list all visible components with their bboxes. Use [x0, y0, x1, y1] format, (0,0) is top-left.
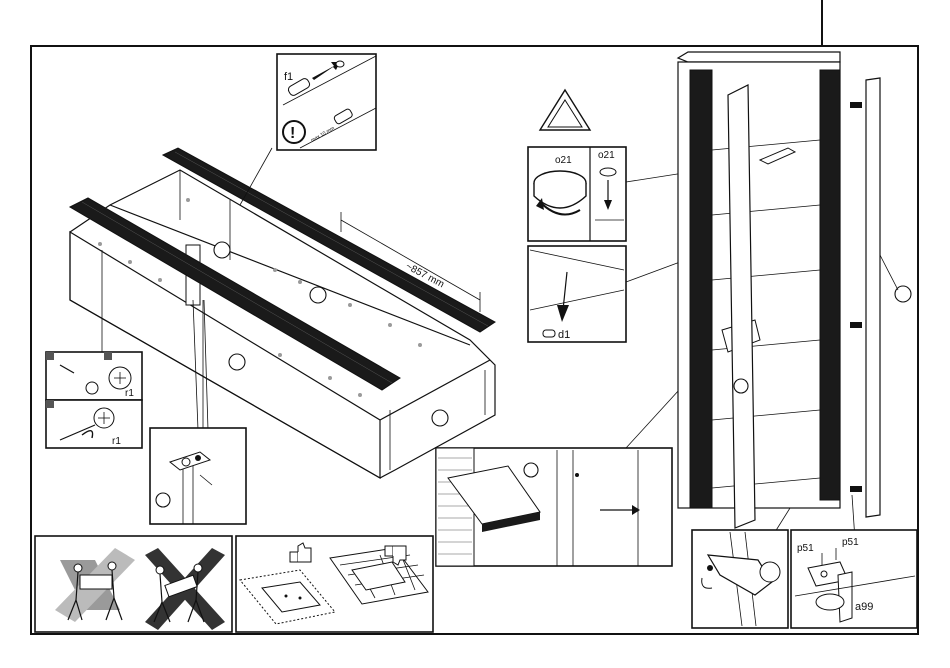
detail-screw-bottom: r1 — [46, 400, 142, 448]
hinge-part-label: a99 — [855, 601, 873, 613]
screw-label-top: r1 — [125, 388, 134, 399]
detail-concealed-hinge — [692, 530, 788, 628]
carry-instructions — [35, 536, 232, 632]
detail-mounting-plate: p51 p51 a99 — [791, 530, 917, 628]
dowel-part-label: f1 — [284, 71, 293, 83]
detail-dowel: f1 max 10 mm ! — [277, 54, 376, 150]
detail-hinge-cap: o21 o21 — [528, 147, 626, 241]
triangle-warning-icon — [540, 90, 590, 130]
standing-cabinet — [678, 52, 911, 540]
shelf-pin-label: d1 — [558, 329, 570, 341]
detail-shelf-pin: d1 — [528, 246, 626, 342]
detail-screw-top: r1 — [46, 352, 142, 400]
cabinet-side-right — [820, 70, 840, 500]
plate-label-right: p51 — [842, 537, 859, 548]
surface-instructions — [236, 536, 433, 632]
loose-door-panel — [866, 78, 880, 517]
svg-text:!: ! — [290, 125, 295, 142]
cabinet-side-left — [690, 70, 712, 508]
detail-hinge-bracket — [150, 428, 246, 524]
hinge-cap-label-left: o21 — [555, 155, 572, 166]
hinge-cap-label-right: o21 — [598, 150, 615, 161]
plate-label-left: p51 — [797, 543, 814, 554]
detail-shelf-insert — [436, 448, 672, 566]
side-panel-upper — [163, 148, 495, 332]
screw-label-bottom: r1 — [112, 436, 121, 447]
